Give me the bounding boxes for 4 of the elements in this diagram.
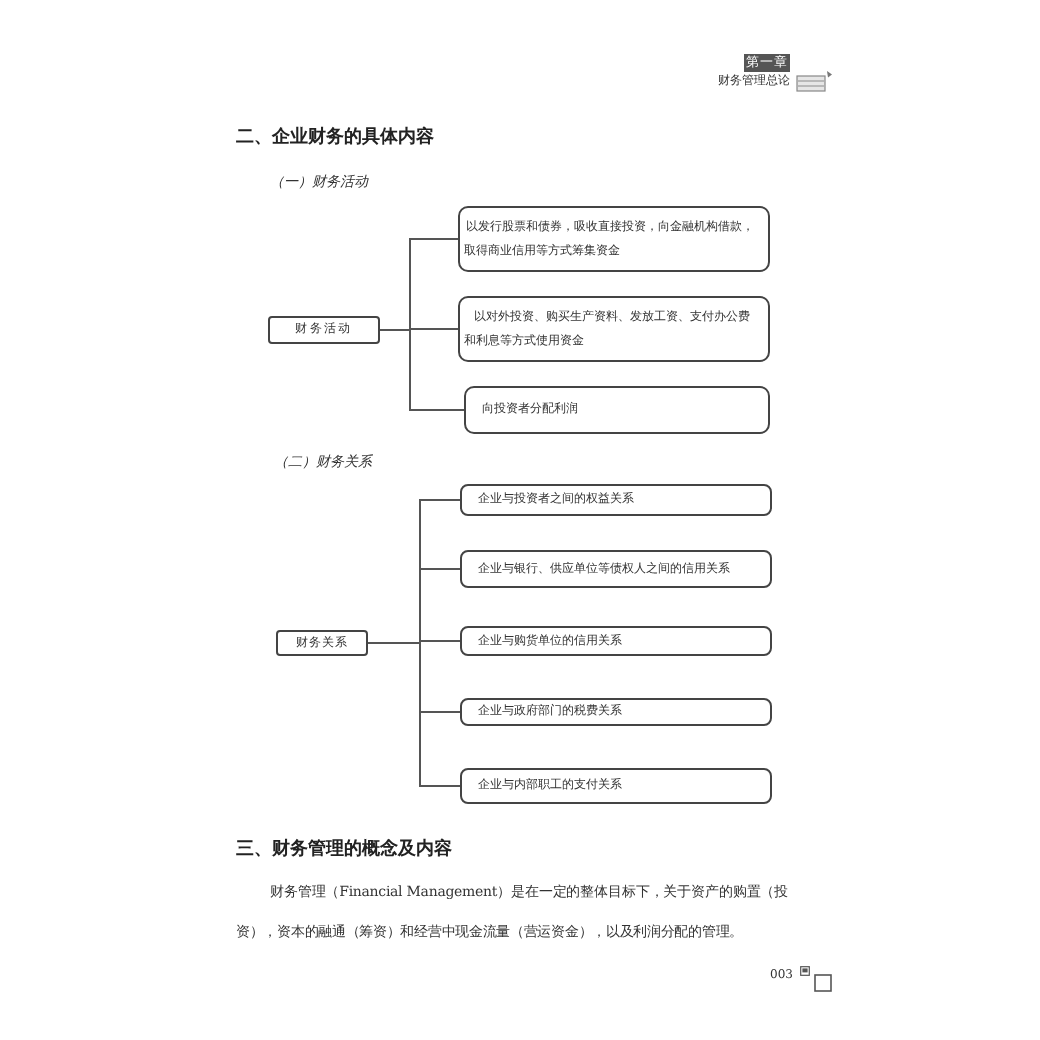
connector-line — [367, 642, 461, 787]
connector-line — [379, 329, 465, 411]
section-heading: 三、财务管理的概念及内容 — [236, 838, 452, 862]
section-heading: 二、企业财务的具体内容 — [236, 126, 434, 150]
